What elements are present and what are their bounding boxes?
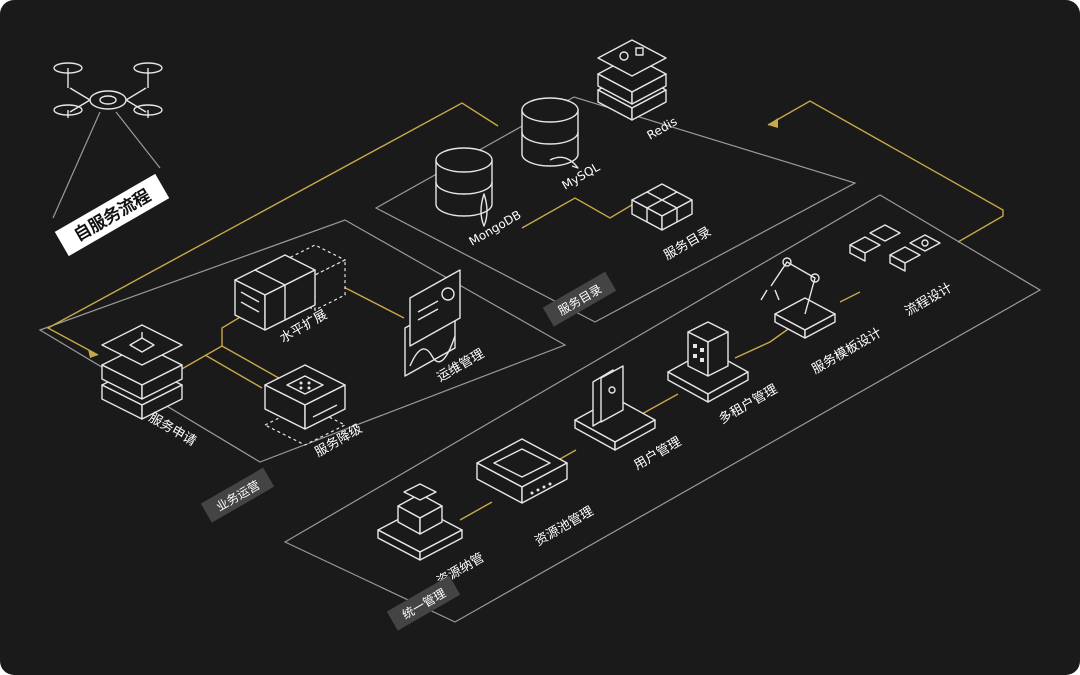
flow-line-to-apply [46, 102, 499, 356]
flow-design-icon [849, 224, 941, 272]
redis-icon [597, 39, 667, 121]
drone-icon [52, 62, 163, 219]
mysql-icon [521, 97, 579, 169]
mongodb-icon [435, 147, 493, 227]
resource-manage-icon [377, 483, 463, 561]
link-apply-degrade [204, 354, 263, 389]
template-design-icon [760, 257, 836, 339]
service-apply-icon [101, 324, 183, 420]
user-manage-icon [574, 365, 656, 451]
panel-service-catalog [374, 96, 857, 323]
service-catalog-icon [631, 183, 693, 231]
panel-unified-management [283, 194, 1042, 623]
tenant-manage-icon [667, 321, 749, 403]
link-db-catalog [521, 197, 641, 229]
flow-arrow-return [768, 118, 778, 128]
pool-manage-icon [476, 438, 568, 504]
flow-arrow-to-apply [88, 349, 98, 358]
panel-business-operations [38, 219, 567, 463]
flow-line-return [767, 100, 1004, 243]
service-degrade-icon [263, 364, 347, 446]
ops-manage-icon [404, 269, 461, 377]
horizontal-scale-icon [234, 244, 347, 331]
